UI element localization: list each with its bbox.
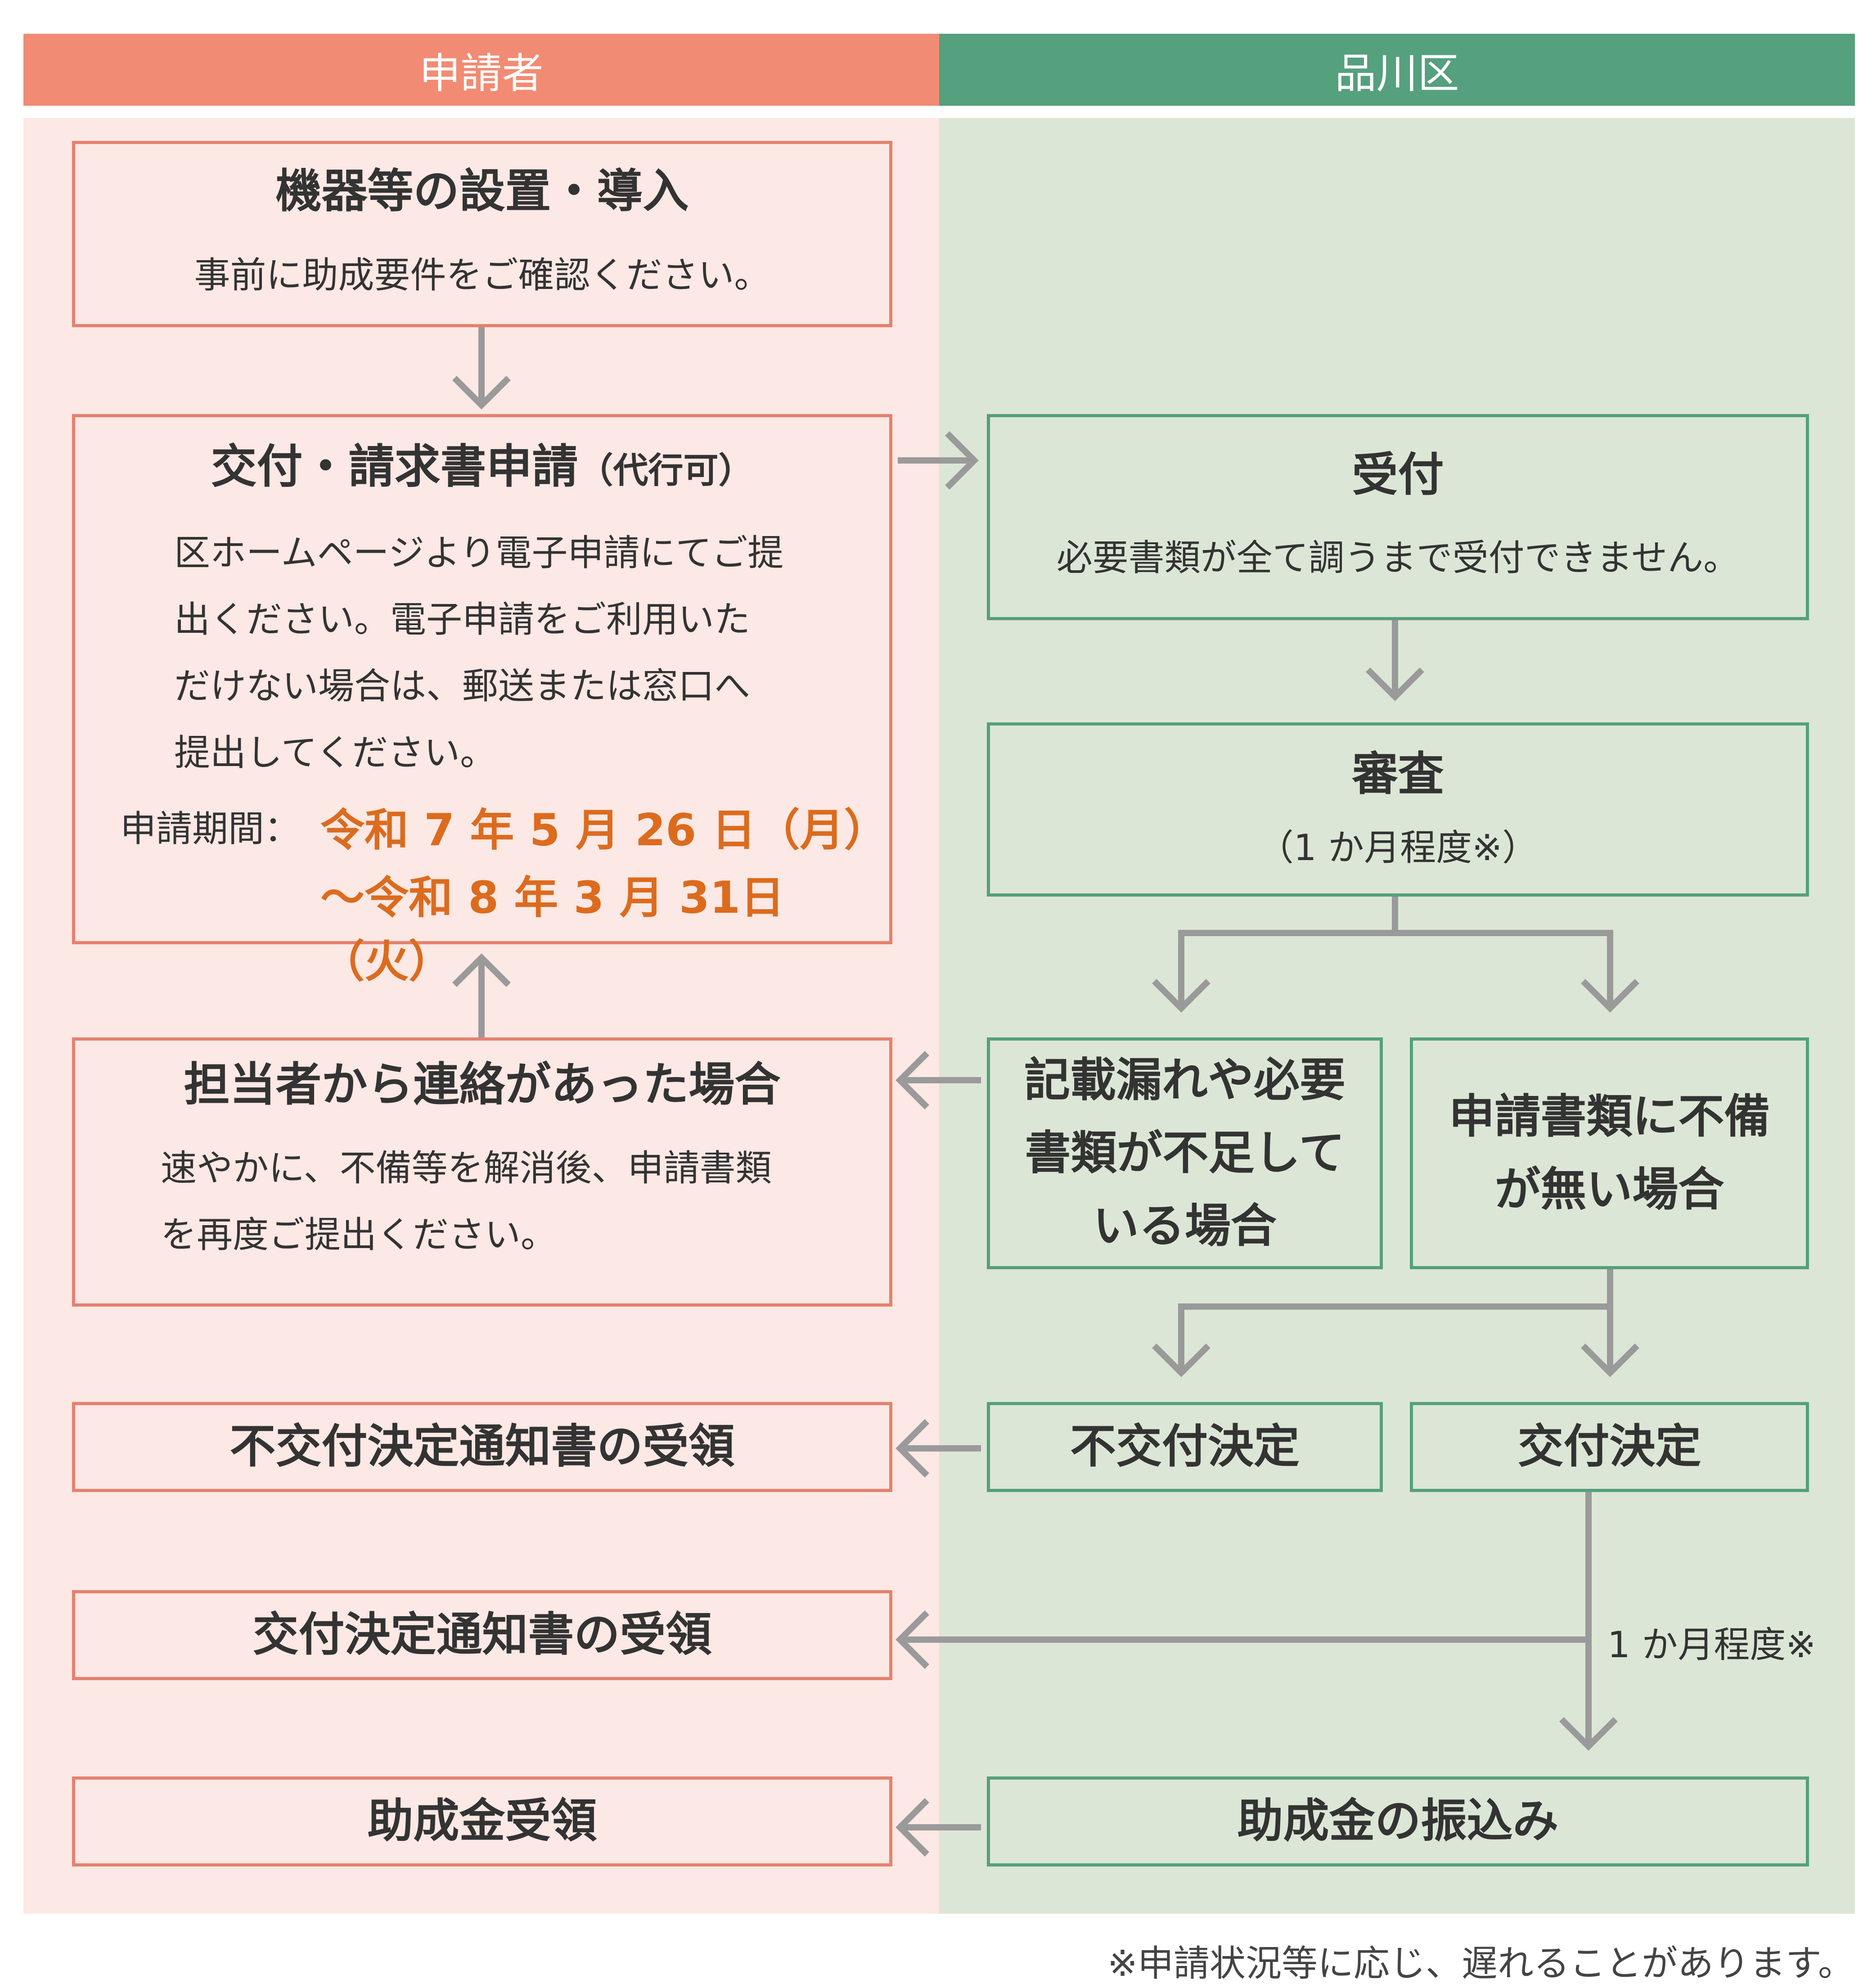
arrow-review-split — [1152, 897, 1639, 1013]
arrow-complete-to-decisions — [1152, 1269, 1639, 1377]
review-box: 審査 （1 か月程度※） — [987, 722, 1809, 897]
install-box: 機器等の設置・導入 事前に助成要件をご確認ください。 — [72, 141, 892, 327]
apply-line-2: 出ください。電子申請をご利用いた — [174, 599, 750, 640]
deficient-line-1: 記載漏れや必要 — [1024, 1053, 1346, 1107]
arrow-grant-to-payment — [896, 1490, 1618, 1751]
arrow-contact-to-apply — [452, 953, 511, 1037]
review-title: 審査 — [1352, 747, 1444, 801]
deficient-line-3: いる場合 — [1093, 1199, 1277, 1253]
arrow-install-to-apply — [452, 327, 511, 410]
contact-box: 担当者から連絡があった場合 速やかに、不備等を解消後、申請書類 を再度ご提出くだ… — [72, 1037, 892, 1307]
reception-note: 必要書類が全て調うまで受付できません。 — [1056, 536, 1740, 579]
non-grant-notice-box: 不交付決定通知書の受領 — [72, 1402, 892, 1492]
grant-notice-title: 交付決定通知書の受領 — [252, 1608, 712, 1662]
payment-title: 助成金の振込み — [1237, 1794, 1559, 1848]
receive-subsidy-title: 助成金受領 — [367, 1794, 597, 1848]
contact-title: 担当者から連絡があった場合 — [184, 1058, 781, 1112]
payment-box: 助成金の振込み — [987, 1776, 1809, 1866]
complete-box: 申請書類に不備 が無い場合 — [1410, 1037, 1809, 1269]
arrow-apply-to-reception — [898, 431, 979, 490]
non-grant-title: 不交付決定 — [1070, 1420, 1300, 1474]
grant-notice-box: 交付決定通知書の受領 — [72, 1590, 892, 1680]
complete-line-2: が無い場合 — [1494, 1163, 1724, 1217]
reception-title: 受付 — [1352, 448, 1444, 502]
non-grant-notice-title: 不交付決定通知書の受領 — [230, 1420, 735, 1474]
apply-title-suffix: （代行可） — [578, 451, 754, 491]
grant-title: 交付決定 — [1517, 1420, 1701, 1474]
receive-subsidy-box: 助成金受領 — [72, 1776, 892, 1866]
review-note: （1 か月程度※） — [1257, 827, 1539, 869]
reception-box: 受付 必要書類が全て調うまで受付できません。 — [987, 414, 1809, 620]
ward-header: 品川区 — [939, 34, 1855, 106]
apply-period-label: 申請期間： — [120, 808, 300, 850]
contact-line-2: を再度ご提出ください。 — [161, 1214, 557, 1256]
applicant-header: 申請者 — [23, 34, 939, 106]
arrow-payment-to-receive — [896, 1798, 981, 1857]
apply-title: 交付・請求書申請 — [211, 440, 578, 494]
deficient-box: 記載漏れや必要 書類が不足して いる場合 — [987, 1037, 1383, 1269]
apply-line-1: 区ホームページより電子申請にてご提 — [174, 532, 784, 574]
month-note: 1 か月程度※ — [1607, 1624, 1816, 1666]
apply-line-4: 提出してください。 — [174, 732, 496, 774]
contact-line-1: 速やかに、不備等を解消後、申請書類 — [161, 1147, 772, 1189]
apply-period-end: 〜令和 8 年 3 月 31日（火） — [320, 872, 785, 987]
footnote: ※申請状況等に応じ、遅れることがあります。 — [1107, 1943, 1854, 1984]
apply-period-start: 令和 7 年 5 月 26 日（月） — [320, 805, 888, 856]
arrow-reception-to-review — [1366, 620, 1424, 701]
apply-box: 交付・請求書申請（代行可） 区ホームページより電子申請にてご提 出ください。電子… — [72, 414, 892, 987]
deficient-line-2: 書類が不足して — [1025, 1126, 1345, 1180]
grant-box: 交付決定 — [1410, 1402, 1809, 1492]
arrow-deficient-to-contact — [896, 1051, 981, 1109]
apply-line-3: だけない場合は、郵送または窓口へ — [174, 665, 750, 707]
complete-line-1: 申請書類に不備 — [1449, 1090, 1770, 1144]
non-grant-box: 不交付決定 — [987, 1402, 1383, 1492]
arrow-non-grant-to-notice — [896, 1419, 981, 1478]
install-note: 事前に助成要件をご確認ください。 — [194, 254, 770, 296]
install-title: 機器等の設置・導入 — [275, 165, 689, 219]
